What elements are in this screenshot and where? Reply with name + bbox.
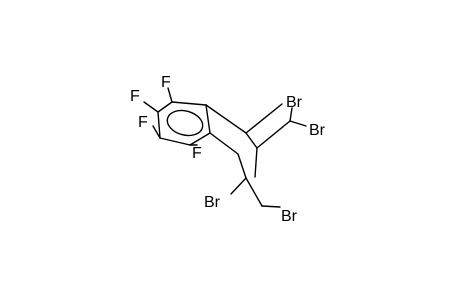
bond-c-f-left-lower — [152, 125, 161, 139]
bond-bridgehead-upper-to-bridgehead-lower — [245, 132, 258, 149]
bond-ring-6 — [157, 101, 173, 113]
bond-ring-2 — [205, 104, 211, 134]
bond-ring-to-bridgehead-lower — [209, 132, 239, 155]
bond-c-f-left-upper — [143, 101, 159, 113]
atom-label-f-bottom: F — [192, 145, 202, 162]
cf-bonds — [143, 87, 198, 146]
atom-label-f-left-upper: F — [130, 88, 140, 105]
bond-bridgehead-lower-to-cbr — [254, 147, 258, 178]
bond-bridgehead-upper-to-cbr2 — [245, 103, 283, 134]
atom-label-br-lower-right: Br — [281, 208, 298, 225]
atom-label-f-top: F — [161, 74, 171, 91]
atom-label-br-upper-left: Br — [286, 94, 303, 111]
cbr-bonds — [230, 107, 307, 195]
atom-label-br-lower-left: Br — [204, 194, 221, 211]
atom-label-f-left-lower: F — [138, 114, 148, 131]
bond-bridge-bottom — [261, 205, 281, 208]
bond-ring-4 — [159, 137, 191, 146]
bond-c-f-top — [167, 87, 173, 103]
bond-ring-to-bridgehead-upper — [205, 104, 247, 134]
bond-ring-3 — [189, 132, 211, 146]
bicyclic-framework — [205, 103, 291, 208]
bond-bridge-lower — [245, 177, 263, 207]
bond-c-br-lower-left — [230, 177, 247, 195]
bond-ring-1 — [171, 101, 207, 106]
atom-label-br-upper-right: Br — [309, 122, 326, 139]
bond-c-br-upper-right — [289, 120, 307, 127]
bond-c-br-upper-left — [289, 107, 293, 122]
bond-cbr2-to-bridgehead-lower — [256, 120, 291, 149]
aromatic-circle — [166, 109, 204, 137]
benzene-ring — [157, 101, 211, 146]
atom-labels: F F F F Br Br Br Br — [130, 74, 326, 225]
bond-ring-5 — [157, 111, 161, 139]
bond-bridge-left — [237, 153, 247, 179]
